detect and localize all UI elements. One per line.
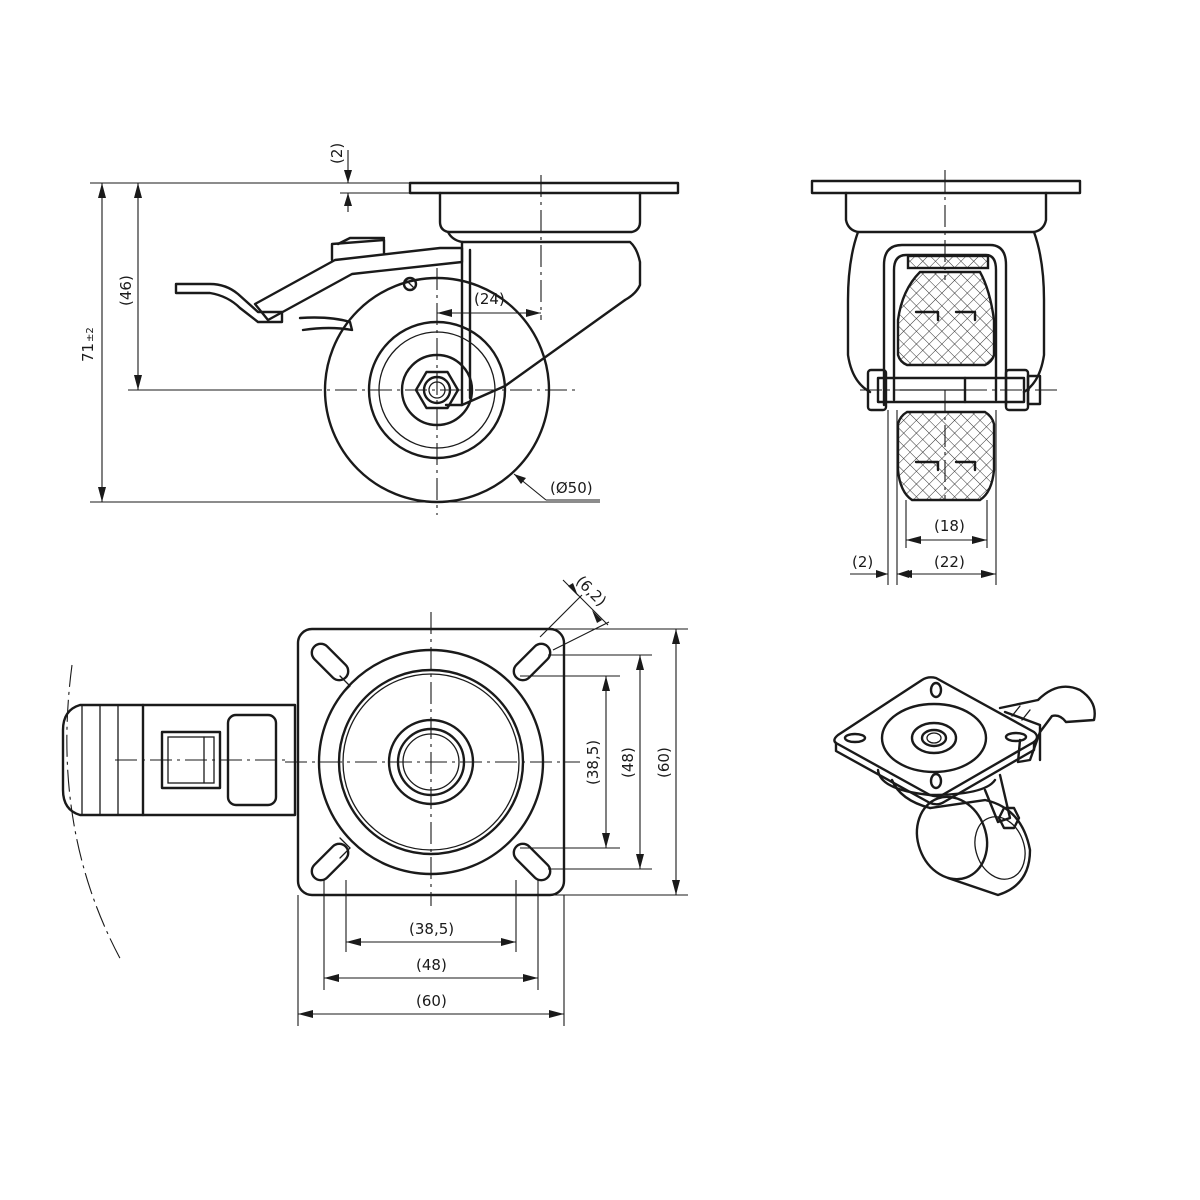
dim-plan-v-inner: (38,5) (584, 740, 602, 785)
dim-plan-h-middle: (48) (416, 956, 447, 974)
front-fork (882, 243, 1008, 407)
front-view: (18) (22) (2) (810, 170, 1082, 585)
iso-wheel (915, 795, 989, 881)
plan-mounting-slots (310, 642, 552, 882)
side-swivel-housing (438, 191, 642, 234)
front-housing (846, 230, 1046, 394)
dim-top-gap: (2) (328, 143, 346, 164)
dim-wheel-width: (22) (934, 553, 965, 571)
iso-axle-nut (997, 806, 1021, 830)
side-brake-lever (174, 282, 284, 324)
isometric-view (833, 676, 1096, 897)
dim-axle-height: (46) (117, 275, 135, 306)
dim-tread-width: (18) (934, 517, 965, 535)
dim-plan-h-inner: (38,5) (409, 920, 454, 938)
dim-plan-v-outer: (60) (655, 747, 673, 778)
dim-total-height: 71 (79, 343, 97, 362)
swivel-radius-arc (66, 664, 123, 963)
iso-center-hole (910, 721, 958, 755)
front-wheel-lower (896, 410, 996, 502)
side-top-plate (408, 181, 680, 195)
front-top-plate (810, 179, 1082, 195)
dim-wheel-diameter: (Ø50) (550, 479, 593, 497)
dim-offset: (24) (474, 290, 505, 308)
dim-plan-v-middle: (48) (619, 747, 637, 778)
iso-brake-lever (998, 685, 1096, 764)
side-view: 71 ±2 (46) (2) (24) (Ø50) (79, 143, 680, 515)
plan-view: (38,5) (48) (60) (38,5) (48) (60) (61, 572, 688, 1026)
dim-side-gap: (2) (852, 553, 873, 571)
dim-slot-width: (6,2) (572, 572, 610, 610)
dim-plan-h-outer: (60) (416, 992, 447, 1010)
plan-brake-pedal (61, 703, 145, 817)
dim-total-tolerance: ±2 (85, 327, 96, 342)
front-wheel-upper (896, 270, 996, 367)
